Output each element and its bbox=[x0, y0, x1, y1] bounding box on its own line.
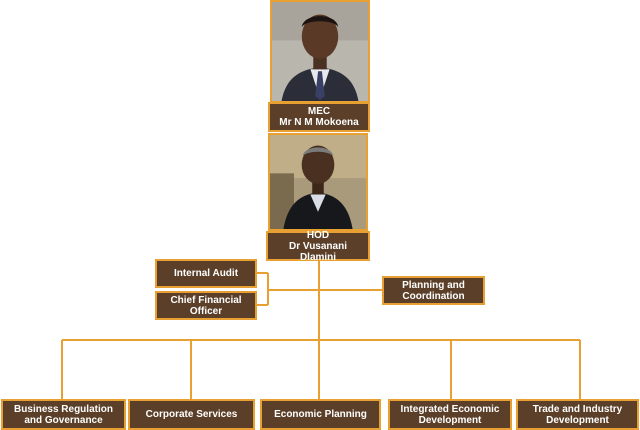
mec-photo bbox=[270, 0, 370, 103]
internal-audit-box: Internal Audit bbox=[155, 259, 257, 288]
mec-name: Mr N M Mokoena bbox=[279, 117, 358, 128]
hod-box: HOD Dr Vusanani Dlamini bbox=[266, 231, 370, 261]
division-corporate-services: Corporate Services bbox=[128, 399, 255, 430]
division-4-line2: Development bbox=[419, 415, 482, 426]
internal-audit-label: Internal Audit bbox=[174, 268, 238, 279]
mec-title: MEC bbox=[308, 106, 330, 117]
division-1-line1: Business Regulation bbox=[14, 404, 113, 415]
division-4-line1: Integrated Economic bbox=[401, 404, 500, 415]
division-trade-industry: Trade and Industry Development bbox=[516, 399, 639, 430]
division-economic-planning: Economic Planning bbox=[260, 399, 381, 430]
division-2-line1: Corporate Services bbox=[146, 409, 238, 420]
cfo-box: Chief Financial Officer bbox=[155, 291, 257, 320]
cfo-label-line1: Chief Financial bbox=[170, 295, 241, 306]
planning-label-line2: Coordination bbox=[402, 291, 464, 302]
hod-title: HOD bbox=[307, 230, 329, 241]
planning-coordination-box: Planning and Coordination bbox=[382, 276, 485, 305]
division-1-line2: and Governance bbox=[24, 415, 102, 426]
division-5-line2: Development bbox=[546, 415, 609, 426]
cfo-label-line2: Officer bbox=[190, 306, 222, 317]
division-integrated-economic: Integrated Economic Development bbox=[388, 399, 512, 430]
hod-name: Dr Vusanani Dlamini bbox=[270, 241, 366, 263]
mec-box: MEC Mr N M Mokoena bbox=[268, 102, 370, 132]
division-business-regulation: Business Regulation and Governance bbox=[1, 399, 126, 430]
division-3-line1: Economic Planning bbox=[274, 409, 367, 420]
planning-label-line1: Planning and bbox=[402, 280, 465, 291]
division-5-line1: Trade and Industry bbox=[533, 404, 622, 415]
hod-photo bbox=[268, 133, 368, 231]
